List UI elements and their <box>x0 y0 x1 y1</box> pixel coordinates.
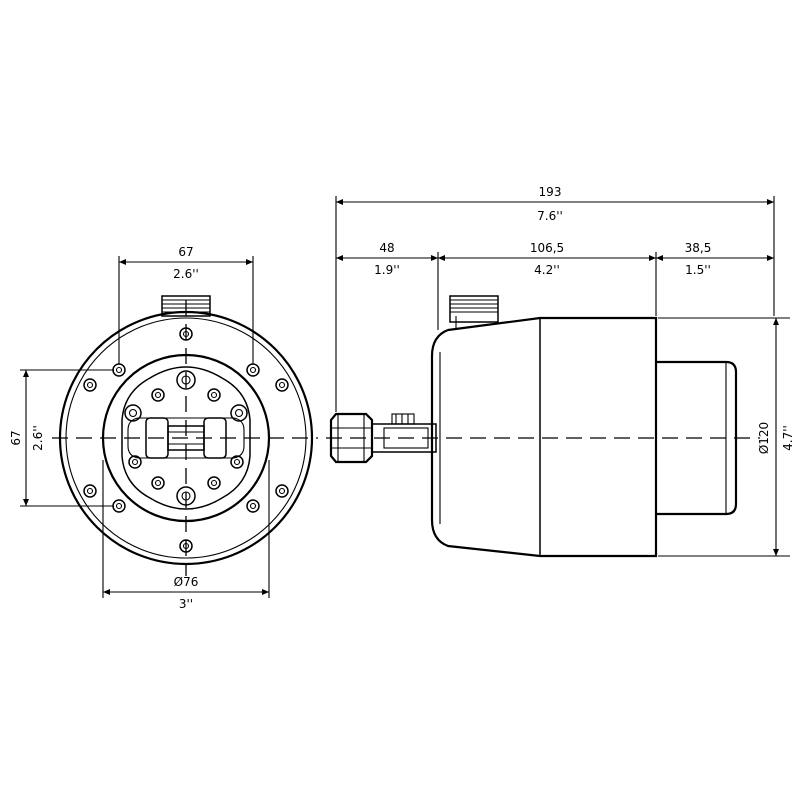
dim-seg3-mm: 38,5 <box>685 241 712 255</box>
dim-total-length-in: 7.6'' <box>537 209 563 223</box>
dim-front-height-mm: 67 <box>9 430 23 445</box>
dim-front-width: 67 2.6'' <box>118 245 254 364</box>
front-view: 67 2.6'' 67 2.6'' Ø76 3'' <box>9 245 318 611</box>
side-port-fitting <box>449 295 499 328</box>
shaft <box>371 413 437 453</box>
dim-front-height-in: 2.6'' <box>31 425 45 451</box>
side-view: 193 7.6'' 48 1.9'' 106,5 4.2'' 38,5 1.5'… <box>326 185 795 558</box>
dim-front-diameter-mm: Ø76 <box>174 575 199 589</box>
dim-seg1-mm: 48 <box>379 241 394 255</box>
dim-seg3-in: 1.5'' <box>685 263 711 277</box>
dim-side-diameter-mm: Ø120 <box>757 422 771 454</box>
inner-plate <box>121 366 251 510</box>
dim-segments: 48 1.9'' 106,5 4.2'' 38,5 1.5'' <box>336 241 774 330</box>
pump-body <box>430 316 658 558</box>
dim-side-diameter: Ø120 4.7'' <box>658 317 795 557</box>
dim-front-width-mm: 67 <box>178 245 193 259</box>
dim-front-diameter-in: 3'' <box>179 597 193 611</box>
dim-front-height: 67 2.6'' <box>9 369 114 507</box>
dim-seg2-in: 4.2'' <box>534 263 560 277</box>
shaft-nut <box>329 412 374 464</box>
dim-front-width-in: 2.6'' <box>173 267 199 281</box>
dim-seg1-in: 1.9'' <box>374 263 400 277</box>
inner-plate-recess <box>127 417 245 459</box>
inner-bolts <box>124 370 248 506</box>
dim-front-diameter: Ø76 3'' <box>102 460 270 611</box>
dim-side-diameter-in: 4.7'' <box>781 425 795 451</box>
dim-total-length: 193 7.6'' <box>335 185 775 412</box>
dim-seg2-mm: 106,5 <box>530 241 564 255</box>
dim-total-length-mm: 193 <box>539 185 562 199</box>
